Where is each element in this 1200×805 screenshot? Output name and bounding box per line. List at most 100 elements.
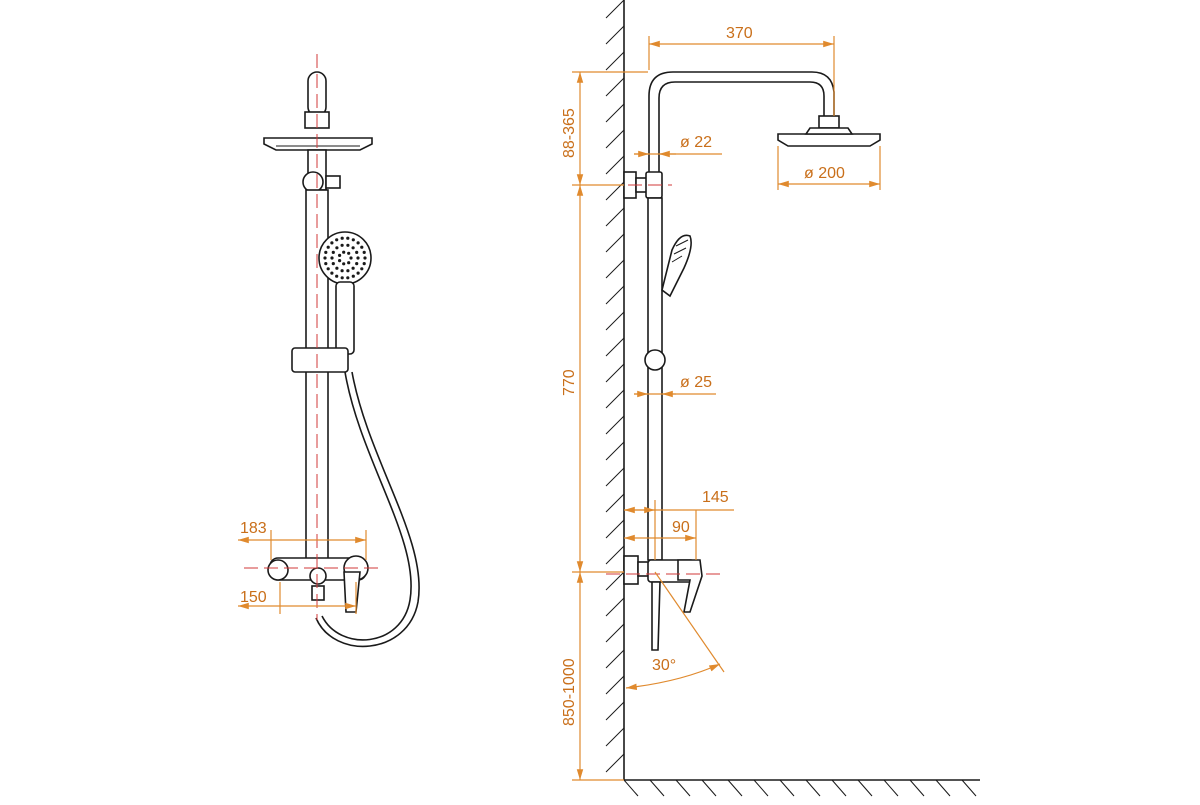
hose-outlet xyxy=(311,585,325,601)
nozzle-dot xyxy=(326,267,330,271)
dim-lever-angle: 30° xyxy=(652,657,676,674)
hatch-stroke xyxy=(805,779,821,797)
hatch-stroke xyxy=(605,727,625,747)
nozzle-dot xyxy=(331,262,335,266)
hatch-stroke xyxy=(831,779,847,797)
hand-shower-head xyxy=(318,231,372,285)
hatch-stroke xyxy=(605,675,625,695)
hatch-stroke xyxy=(605,493,625,513)
dim-lower-pipe-diameter: ø 25 xyxy=(680,374,712,391)
hatch-stroke xyxy=(605,441,625,461)
nozzle-dot xyxy=(355,262,359,266)
mixer-wall-flange xyxy=(623,555,639,585)
hatch-stroke xyxy=(623,779,639,797)
hatch-stroke xyxy=(909,779,925,797)
nozzle-dot xyxy=(340,269,344,273)
nozzle-dot xyxy=(360,245,364,249)
nozzle-dot xyxy=(323,256,327,260)
nozzle-dot xyxy=(346,269,350,273)
dim-arm-length: 370 xyxy=(726,25,753,42)
hatch-stroke xyxy=(605,207,625,227)
nozzle-dot xyxy=(347,251,351,255)
hatch-stroke xyxy=(701,779,717,797)
nozzle-dot xyxy=(346,276,350,280)
rain-shower-head xyxy=(263,137,373,151)
hatch-stroke xyxy=(727,779,743,797)
hatch-stroke xyxy=(605,467,625,487)
hatch-stroke xyxy=(605,0,625,19)
hatch-stroke xyxy=(883,779,899,797)
nozzle-dot xyxy=(360,267,364,271)
mixer-lever-side xyxy=(677,559,703,613)
head-ball-joint xyxy=(804,127,854,135)
dim-mixer-projection: 90 xyxy=(672,519,690,536)
hatch-stroke xyxy=(649,779,665,797)
head-connector xyxy=(818,115,840,129)
nozzle-dot xyxy=(335,266,339,270)
wall-hatching xyxy=(605,0,625,773)
hatch-stroke xyxy=(605,519,625,539)
hatch-stroke xyxy=(935,779,951,797)
mixer-spout xyxy=(651,581,661,651)
nozzle-dot xyxy=(330,241,334,245)
hatch-stroke xyxy=(605,285,625,305)
nozzle-dot xyxy=(351,246,355,250)
hatch-stroke xyxy=(779,779,795,797)
hatch-stroke xyxy=(605,545,625,565)
diverter-knob xyxy=(325,175,341,189)
hatch-stroke xyxy=(605,753,625,773)
nozzle-dot xyxy=(331,250,335,254)
dim-spout-projection: 145 xyxy=(702,489,729,506)
hatch-stroke xyxy=(605,51,625,71)
hatch-stroke xyxy=(675,779,691,797)
outlet-nut xyxy=(309,567,327,585)
nozzle-dot xyxy=(342,250,346,254)
nozzle-dot xyxy=(324,250,328,254)
hatch-stroke xyxy=(605,415,625,435)
rain-head-side xyxy=(777,133,881,147)
nozzle-dot xyxy=(340,236,344,240)
slide-bracket xyxy=(291,347,349,373)
nozzle-dot xyxy=(338,259,342,263)
hand-shower-nozzles xyxy=(323,236,367,280)
dim-inlet-spacing: 150 xyxy=(240,589,267,606)
nozzle-dot xyxy=(342,262,346,266)
angle-arc xyxy=(625,663,721,691)
nozzle-dot xyxy=(340,276,344,280)
hatch-stroke xyxy=(605,649,625,669)
nozzle-dot xyxy=(335,238,339,242)
hand-shower-side xyxy=(661,234,692,298)
nozzle-dot xyxy=(356,256,360,260)
floor-hatching xyxy=(623,779,977,797)
nozzle-dot xyxy=(330,271,334,275)
nozzle-dot xyxy=(346,243,350,247)
hatch-stroke xyxy=(605,25,625,45)
nozzle-dot xyxy=(326,245,330,249)
hatch-stroke xyxy=(605,701,625,721)
nozzle-dot xyxy=(356,241,360,245)
dim-top-height: 88-365 xyxy=(561,108,578,158)
dim-upper-pipe-diameter: ø 22 xyxy=(680,134,712,151)
nozzle-dot xyxy=(355,250,359,254)
dim-install-height: 850-1000 xyxy=(561,658,578,726)
hatch-stroke xyxy=(605,363,625,383)
nozzle-dot xyxy=(362,250,366,254)
dim-outlet-spacing: 183 xyxy=(240,520,267,537)
hatch-stroke xyxy=(605,259,625,279)
shower-hose-outer xyxy=(315,371,420,648)
hatch-stroke xyxy=(605,311,625,331)
hand-shower-handle xyxy=(335,281,355,355)
nozzle-dot xyxy=(362,262,366,266)
hatch-stroke xyxy=(857,779,873,797)
nozzle-dot xyxy=(347,261,351,265)
side-view: 370 88-365 ø 22 ø 200 770 ø 25 145 xyxy=(561,0,980,797)
nozzle-dot xyxy=(324,262,328,266)
hatch-stroke xyxy=(753,779,769,797)
hatch-stroke xyxy=(605,597,625,617)
nozzle-dot xyxy=(351,274,355,278)
wall-bracket xyxy=(302,171,324,193)
hatch-stroke xyxy=(605,337,625,357)
shower-arm-outer xyxy=(648,71,835,190)
